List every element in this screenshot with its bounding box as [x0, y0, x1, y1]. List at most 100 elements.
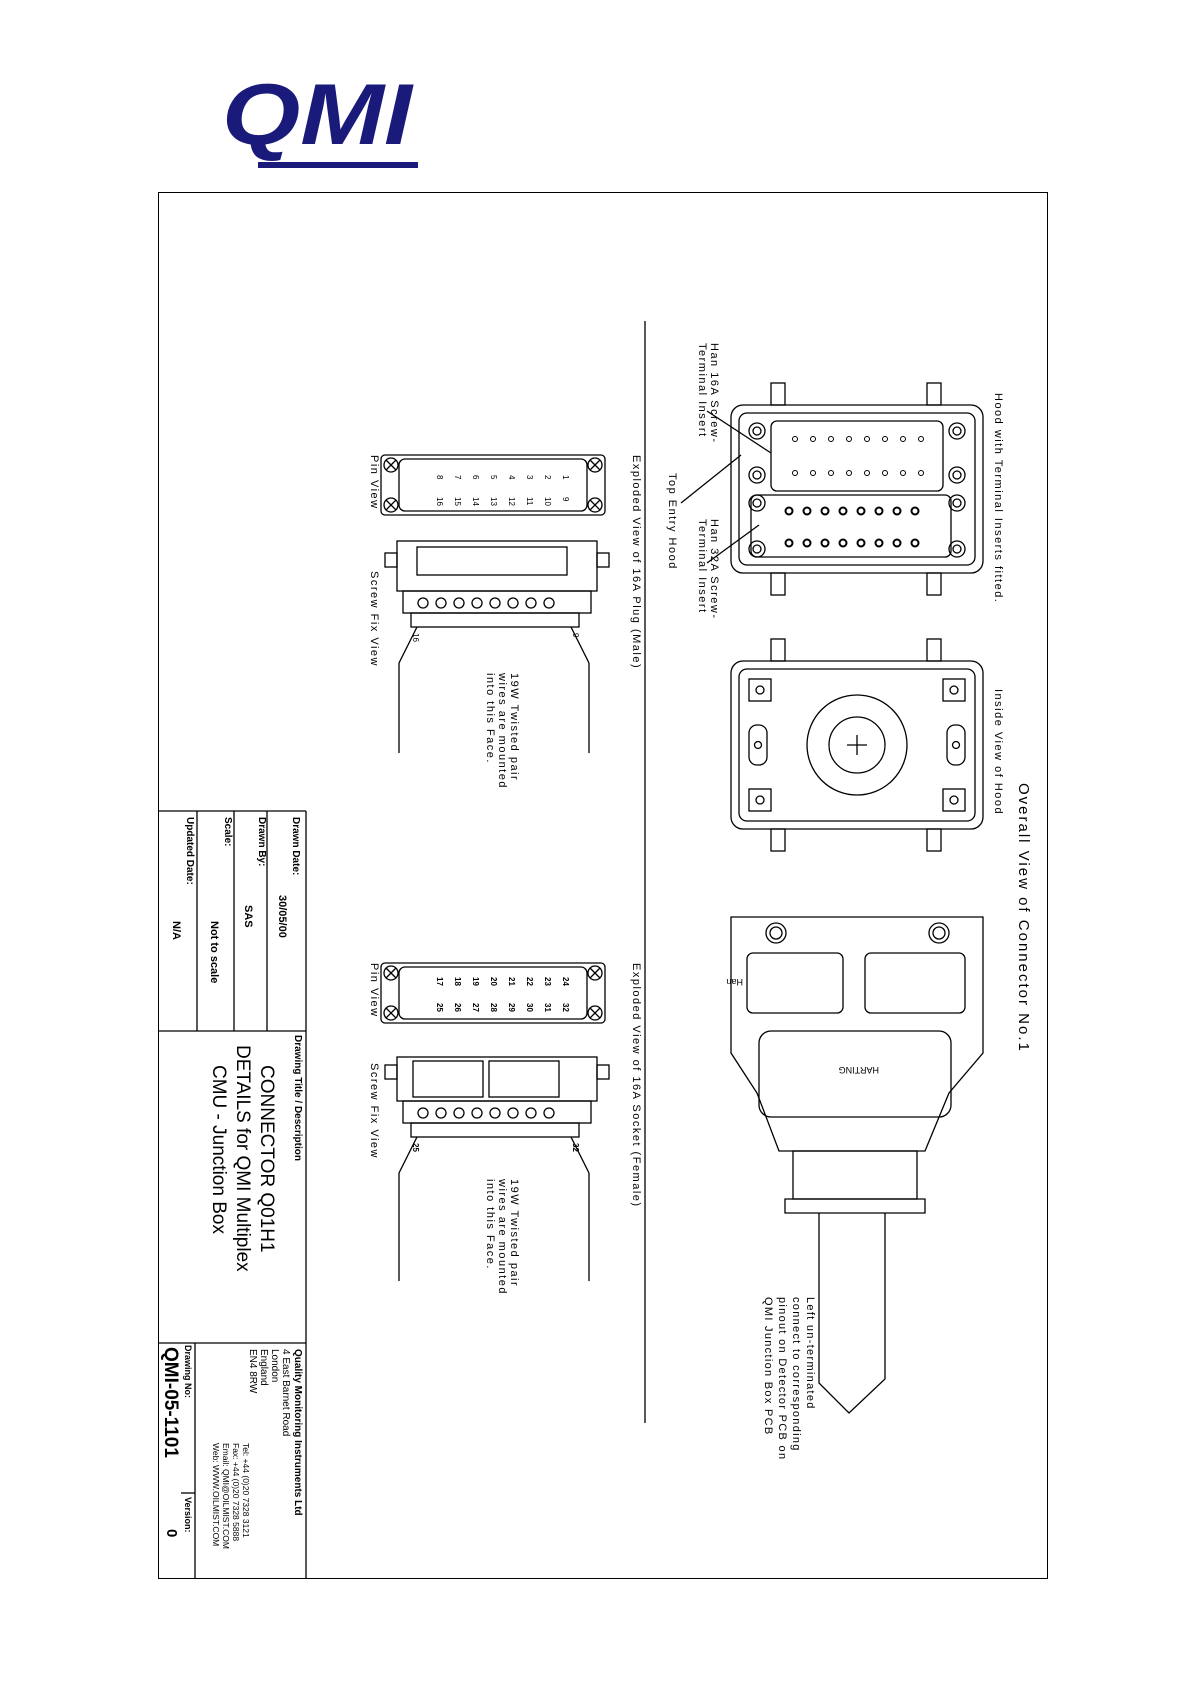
han16-label-line2: Terminal Insert — [696, 343, 708, 438]
email-text: Email: QMI@OILMIST.COM — [221, 1443, 231, 1549]
plug-wires-note-line3: into this Face. — [484, 673, 496, 764]
title-block-text: Drawn Date: 30/05/00 Drawn By: SAS Scale… — [160, 817, 303, 1549]
plug-pin-label: 8 — [435, 475, 444, 480]
plug-pin-label: 10 — [543, 497, 552, 506]
plug-pin-label: 3 — [525, 475, 534, 480]
plug-pin-label: 1 — [561, 475, 570, 480]
logo-text: QMI — [222, 67, 414, 163]
version-value: 0 — [163, 1529, 180, 1537]
plug-pin-label: 4 — [507, 475, 516, 480]
plug-pin-label: 6 — [471, 475, 480, 480]
web-text: Web: WWW.OILMIST.COM — [211, 1443, 221, 1546]
drawn-by-value: SAS — [242, 905, 254, 928]
socket-pin-label: 23 — [543, 977, 552, 986]
plug-pin-label: 5 — [489, 475, 498, 480]
drawing-sheet: Overall View of Connector No.1 Hood with… — [158, 192, 1048, 1579]
version-label: Version: — [183, 1497, 193, 1533]
plug-screw-fix-label: Screw Fix View — [368, 571, 380, 667]
address-line2: London — [269, 1349, 280, 1382]
plug-pin-label: 15 — [453, 497, 462, 506]
drawing-title-line1: CONNECTOR Q01H1 — [256, 1065, 277, 1253]
drawing-title-label: Drawing Title / Description — [292, 1035, 303, 1161]
exploded-plug-label: Exploded View of 16A Plug (Male) — [630, 455, 642, 669]
plug-pin-label: 12 — [507, 497, 516, 506]
socket-pin-label: 22 — [525, 977, 534, 986]
technical-drawing: Overall View of Connector No.1 Hood with… — [159, 321, 1032, 1578]
drawing-no-label: Drawing No: — [183, 1345, 193, 1398]
plug-pin-label: 2 — [543, 475, 552, 480]
socket-wires-note-line1: 19W Twisted pair — [508, 1179, 520, 1287]
socket-pin-view-label: Pin View — [368, 963, 380, 1018]
drawing-title-line3: CMU - Junction Box — [208, 1065, 229, 1234]
plug-pin-numbers: 1 2 3 4 5 6 7 8 9 10 11 12 13 14 15 16 9… — [411, 475, 580, 642]
qmi-logo: QMI — [222, 67, 418, 168]
socket-pin-label: 19 — [471, 977, 480, 986]
unterminated-note-line1: Left un-terminated — [804, 1297, 816, 1410]
unterminated-note-line2: connect to corresponding — [790, 1297, 802, 1452]
socket-pin-label: 18 — [453, 977, 462, 986]
han-brand-text: Han — [726, 977, 743, 987]
plug-pin-label: 16 — [435, 497, 444, 506]
socket-screw-fix-label: Screw Fix View — [368, 1063, 380, 1159]
inside-view-of-hood — [730, 638, 984, 852]
company-name: Quality Monitoring Instruments Ltd — [292, 1349, 303, 1516]
plug-pin-label: 7 — [453, 475, 462, 480]
socket-end-label: 32 — [571, 1143, 580, 1152]
address-line3: England — [258, 1349, 269, 1386]
drawn-by-label: Drawn By: — [256, 817, 267, 866]
socket-pin-label: 30 — [525, 1003, 534, 1012]
top-entry-hood-label: Top Entry Hood — [666, 473, 678, 570]
drawn-date-value: 30/05/00 — [276, 895, 288, 938]
socket-pin-label: 32 — [561, 1003, 570, 1012]
socket-wires-note-line3: into this Face. — [484, 1179, 496, 1270]
socket-end-label: 25 — [411, 1143, 420, 1152]
title-block — [159, 810, 307, 1578]
socket-pin-label: 28 — [489, 1003, 498, 1012]
hood-side-view — [730, 916, 984, 1414]
exploded-socket-label: Exploded View of 16A Socket (Female) — [630, 963, 642, 1208]
han16-label-line1: Han 16A Screw- — [708, 343, 720, 443]
drawing-no-value: QMI-05-1101 — [160, 1347, 181, 1458]
socket-pin-label: 24 — [561, 977, 570, 986]
inside-view-hood-label: Inside View of Hood — [992, 689, 1004, 815]
plug-end-label: 9 — [571, 633, 580, 638]
updated-date-value: N/A — [170, 921, 182, 940]
harting-brand-text: HARTING — [839, 1065, 879, 1075]
socket-wires-note-line2: wires are mounted — [496, 1178, 508, 1295]
plug-pin-view-label: Pin View — [368, 455, 380, 510]
socket-pin-numbers: 24 23 22 21 20 19 18 17 32 31 30 29 28 2… — [411, 977, 580, 1152]
socket-pin-label: 21 — [507, 977, 516, 986]
socket-pin-label: 31 — [543, 1003, 552, 1012]
unterminated-note-line3: pinout on Detector PCB on — [776, 1297, 788, 1460]
scale-value: Not to scale — [208, 921, 220, 983]
plug-screw-fix-view — [384, 540, 610, 753]
socket-pin-label: 27 — [471, 1003, 480, 1012]
plug-pin-view — [380, 454, 606, 516]
plug-wires-note-line1: 19W Twisted pair — [508, 673, 520, 781]
plug-wires-note-line2: wires are mounted — [496, 672, 508, 789]
plug-pin-label: 9 — [561, 497, 570, 502]
address-line1: 4 East Barnet Road — [280, 1349, 291, 1436]
socket-pin-label: 29 — [507, 1003, 516, 1012]
tel-text: Tel: +44 (0)20 7328 3121 — [241, 1443, 251, 1538]
plug-end-label: 16 — [411, 633, 420, 642]
han32-label-line2: Terminal Insert — [696, 519, 708, 614]
updated-date-label: Updated Date: — [184, 817, 195, 885]
socket-pin-label: 20 — [489, 977, 498, 986]
hood-with-inserts — [680, 382, 984, 596]
fax-text: Fax: +44 (0)20 7328 5888 — [231, 1443, 241, 1541]
plug-pin-label: 11 — [525, 497, 534, 506]
hood-with-inserts-label: Hood with Terminal Inserts fitted. — [992, 393, 1004, 603]
unterminated-note-line4: QMI Junction Box PCB — [762, 1297, 774, 1436]
plug-pin-label: 13 — [489, 497, 498, 506]
logo-underline — [258, 162, 418, 168]
socket-pin-label: 25 — [435, 1003, 444, 1012]
scale-label: Scale: — [222, 817, 233, 846]
plug-pin-label: 14 — [471, 497, 480, 506]
overall-view-title: Overall View of Connector No.1 — [1015, 783, 1032, 1053]
socket-pin-label: 26 — [453, 1003, 462, 1012]
socket-screw-fix-view — [384, 1056, 610, 1281]
drawing-title-line2: DETAILS for QMI Multiplex — [232, 1045, 253, 1272]
address-line4: EN4 8RW — [247, 1349, 258, 1394]
drawn-date-label: Drawn Date: — [290, 817, 301, 875]
